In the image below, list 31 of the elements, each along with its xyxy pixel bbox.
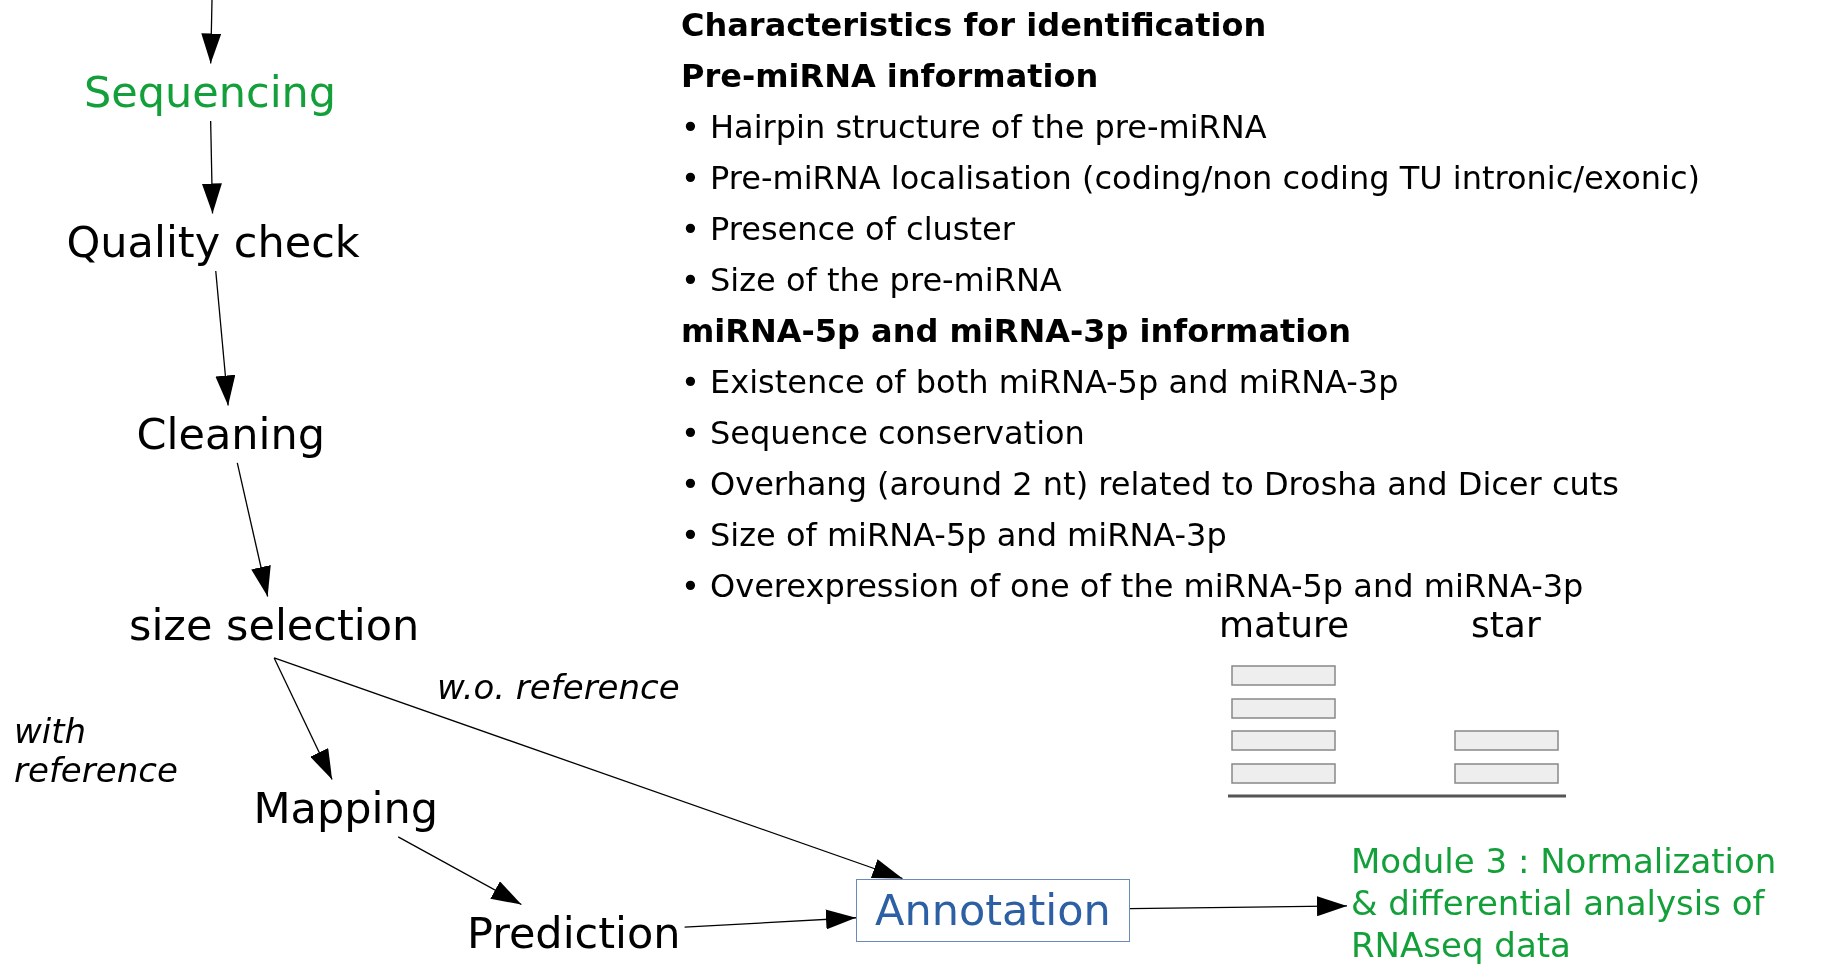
section-heading: miRNA-5p and miRNA-3p information	[681, 311, 1352, 352]
bullet-item: • Existence of both miRNA-5p and miRNA-3p	[681, 362, 1400, 403]
arrow	[273, 657, 904, 880]
step-label: Cleaning	[136, 409, 326, 459]
arrow	[397, 836, 523, 906]
bullet-item: • Overexpression of one of the miRNA-5p and miRNA-3p	[681, 566, 1585, 607]
step-label: Quality check	[66, 217, 360, 267]
step-label: size selection	[129, 600, 420, 650]
next-module-label: Module 3 : Normalization & differential analysis of RNAseq data	[1351, 840, 1813, 966]
arrow	[1129, 896, 1348, 917]
step-label: Sequencing	[84, 67, 337, 117]
step-label: Prediction	[467, 908, 681, 958]
bullet-item: • Hairpin structure of the pre-miRNA	[681, 107, 1268, 148]
column-caption: star	[1471, 604, 1541, 645]
arrow	[215, 270, 236, 407]
bullet-item: • Presence of cluster	[681, 209, 1016, 250]
bullet-item: • Overhang (around 2 nt) related to Drosha and Dicer cuts	[681, 464, 1620, 505]
arrow	[201, 120, 222, 215]
section-heading: Pre-miRNA information	[681, 56, 1100, 97]
step-label: Mapping	[253, 783, 439, 833]
section-heading: Characteristics for identification	[681, 5, 1268, 46]
process-box: Annotation	[856, 878, 1130, 942]
arrow	[201, 0, 222, 65]
bullet-item: • Size of miRNA-5p and miRNA-3p	[681, 515, 1228, 556]
arrow	[273, 657, 333, 781]
bullet-item: • Size of the pre-miRNA	[681, 260, 1063, 301]
bullet-item: • Pre-miRNA localisation (coding/non coding TU intronic/exonic)	[681, 158, 1700, 199]
arrow	[236, 462, 271, 598]
bullet-item: • Sequence conservation	[681, 413, 1086, 454]
arrow	[684, 909, 857, 930]
column-caption: mature	[1219, 604, 1350, 645]
